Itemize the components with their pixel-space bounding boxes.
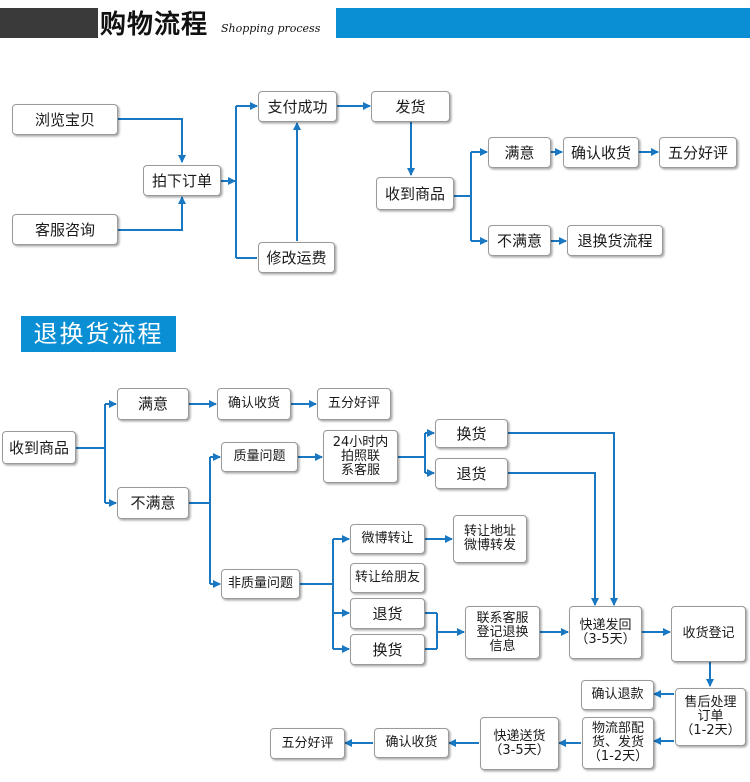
r-friend-box: 转让给朋友 bbox=[350, 563, 425, 593]
r-nonquality-box: 非质量问题 bbox=[221, 569, 300, 599]
r-satisfied-box: 满意 bbox=[117, 388, 189, 420]
return-flow-box: 退换货流程 bbox=[567, 225, 663, 256]
r-refund-a-box: 退货 bbox=[435, 458, 508, 489]
five-star-box: 五分好评 bbox=[659, 137, 737, 168]
r-contact24-box: 24小时内 拍照联 系客服 bbox=[323, 430, 398, 483]
browse-box: 浏览宝贝 bbox=[12, 104, 118, 135]
modify-box: 修改运费 bbox=[258, 242, 335, 273]
r-line-refund-a-express bbox=[508, 472, 599, 606]
r-register-box: 联系客服 登记退换 信息 bbox=[465, 606, 540, 659]
header-subtitle: Shopping process bbox=[221, 22, 321, 35]
r-unsatisfied-box: 不满意 bbox=[117, 487, 189, 519]
r-after-sale-box: 售后处理 订单 （1-2天） bbox=[675, 688, 746, 746]
returns-section-title: 退换货流程 bbox=[21, 316, 176, 352]
order-box: 拍下订单 bbox=[143, 165, 221, 196]
r-confirm-box: 确认收货 bbox=[217, 388, 291, 420]
r-logistics-box: 物流部配 货、发货 （1-2天） bbox=[582, 717, 654, 769]
r-confirm-refund-box: 确认退款 bbox=[581, 680, 654, 710]
r-five-star2-box: 五分好评 bbox=[270, 728, 345, 759]
paid-box: 支付成功 bbox=[258, 91, 337, 122]
header-title: 购物流程 bbox=[100, 10, 209, 40]
r-exchange-b-box: 换货 bbox=[350, 634, 425, 665]
r-receipt-reg-box: 收货登记 bbox=[671, 606, 746, 662]
r-weibo-box: 微博转让 bbox=[350, 524, 425, 554]
r-weibo-info-box: 转让地址 微博转发 bbox=[453, 515, 527, 563]
r-exchange-a-box: 换货 bbox=[435, 419, 508, 448]
receive-box: 收到商品 bbox=[376, 177, 454, 210]
line-browse-order bbox=[118, 118, 186, 163]
header-dark-bar bbox=[0, 8, 98, 38]
r-line-exchange-a-express bbox=[508, 432, 618, 606]
line-service-order bbox=[118, 196, 186, 231]
satisfied-box: 满意 bbox=[488, 137, 551, 168]
r-receive-box: 收到商品 bbox=[2, 431, 76, 464]
r-express-out-box: 快递送货 （3-5天） bbox=[480, 717, 559, 770]
r-refund-b-box: 退货 bbox=[350, 598, 425, 629]
r-express-back-box: 快递发回 （3-5天） bbox=[569, 606, 642, 659]
ship-box: 发货 bbox=[371, 91, 450, 122]
service-box: 客服咨询 bbox=[12, 214, 118, 245]
r-five-star-box: 五分好评 bbox=[317, 388, 391, 420]
r-quality-box: 质量问题 bbox=[221, 442, 298, 472]
confirm-box: 确认收货 bbox=[563, 137, 639, 168]
header-blue-bar bbox=[336, 8, 750, 38]
unsatisfied-box: 不满意 bbox=[488, 225, 551, 256]
r-confirm2-box: 确认收货 bbox=[374, 728, 449, 758]
